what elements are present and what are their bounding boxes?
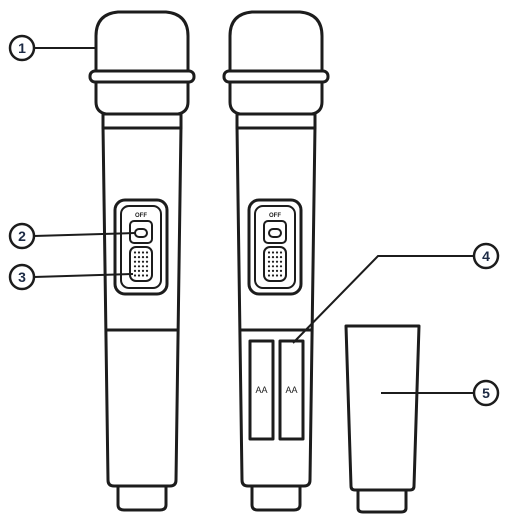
callout-2: 2 <box>8 222 136 250</box>
grille-hole <box>137 265 141 268</box>
switch-off-label: OFF <box>135 213 147 219</box>
grille-hole <box>267 260 271 263</box>
mic-body <box>101 112 183 488</box>
battery-aa-1-label: AA <box>255 385 267 395</box>
power-switch-housing-2 <box>263 220 287 244</box>
grille-hole <box>133 256 137 259</box>
grille-hole <box>141 265 145 268</box>
callout-4: 4 <box>292 242 500 344</box>
grille-hole <box>267 251 271 254</box>
grille-hole <box>141 269 145 272</box>
grille-hole <box>133 274 137 277</box>
mic-head-dome <box>94 10 190 74</box>
mic-neck <box>94 80 190 116</box>
grille-hole <box>271 269 275 272</box>
battery-aa-2 <box>278 339 305 441</box>
grille-hole <box>275 251 279 254</box>
grille-hole <box>279 265 283 268</box>
grille-hole <box>145 274 149 277</box>
grille-hole <box>141 274 145 277</box>
microphone-back: OFF AA AA <box>222 10 330 512</box>
grille-hole <box>137 256 141 259</box>
mic-head-dome-2 <box>228 10 324 74</box>
callout-2-number: 2 <box>18 228 26 244</box>
grille-hole <box>137 251 141 254</box>
mic-collar <box>88 69 196 84</box>
control-panel-inner-2 <box>254 205 296 289</box>
callout-5-number: 5 <box>482 385 490 401</box>
callout-1: 1 <box>8 34 97 62</box>
grille-hole <box>271 251 275 254</box>
grille-hole <box>145 265 149 268</box>
grille-hole <box>279 251 283 254</box>
grille-hole <box>267 265 271 268</box>
grille-hole <box>137 274 141 277</box>
grille-hole <box>133 260 137 263</box>
mic-neck-2 <box>228 80 324 116</box>
power-switch-2 <box>268 228 282 238</box>
grille-hole <box>133 251 137 254</box>
grille-hole <box>145 251 149 254</box>
grille-hole <box>279 269 283 272</box>
grille-hole <box>279 256 283 259</box>
grille-hole <box>145 256 149 259</box>
control-panel-inner <box>120 205 162 289</box>
callout-3: 3 <box>8 263 134 291</box>
grille-hole <box>275 269 279 272</box>
callout-3-number: 3 <box>18 269 26 285</box>
battery-aa-2-label: AA <box>285 385 297 395</box>
switch-off-label-2: OFF <box>269 213 281 219</box>
grille-hole <box>145 260 149 263</box>
grille-hole <box>141 260 145 263</box>
grille-hole <box>275 260 279 263</box>
grille-hole <box>145 269 149 272</box>
grille-hole <box>137 269 141 272</box>
mic-collar-2 <box>222 69 330 84</box>
grille-hole <box>137 260 141 263</box>
grille-hole <box>141 251 145 254</box>
callout-4-number: 4 <box>482 248 490 264</box>
grille-hole <box>275 274 279 277</box>
speaker-grille-holes <box>133 251 149 277</box>
microphone-front: OFF <box>88 10 196 512</box>
grille-hole <box>267 269 271 272</box>
battery-cover <box>344 324 421 514</box>
grille-hole <box>133 269 137 272</box>
grille-hole <box>275 256 279 259</box>
grille-hole <box>271 260 275 263</box>
grille-hole <box>271 256 275 259</box>
grille-hole <box>279 274 283 277</box>
callout-5: 5 <box>381 379 500 407</box>
mic-bottom-cap <box>116 484 168 512</box>
speaker-grille-2 <box>263 246 287 282</box>
callout-1-number: 1 <box>18 40 26 56</box>
mic-bottom-cap-2 <box>250 484 302 512</box>
grille-hole <box>267 274 271 277</box>
grille-hole <box>133 265 137 268</box>
grille-hole <box>279 260 283 263</box>
grille-hole <box>271 274 275 277</box>
battery-aa-1 <box>248 339 275 441</box>
grille-hole <box>267 256 271 259</box>
speaker-grille-holes-2 <box>267 251 283 277</box>
speaker-grille <box>129 246 153 282</box>
grille-hole <box>271 265 275 268</box>
grille-hole <box>141 256 145 259</box>
grille-hole <box>275 265 279 268</box>
power-switch-housing <box>129 220 153 244</box>
